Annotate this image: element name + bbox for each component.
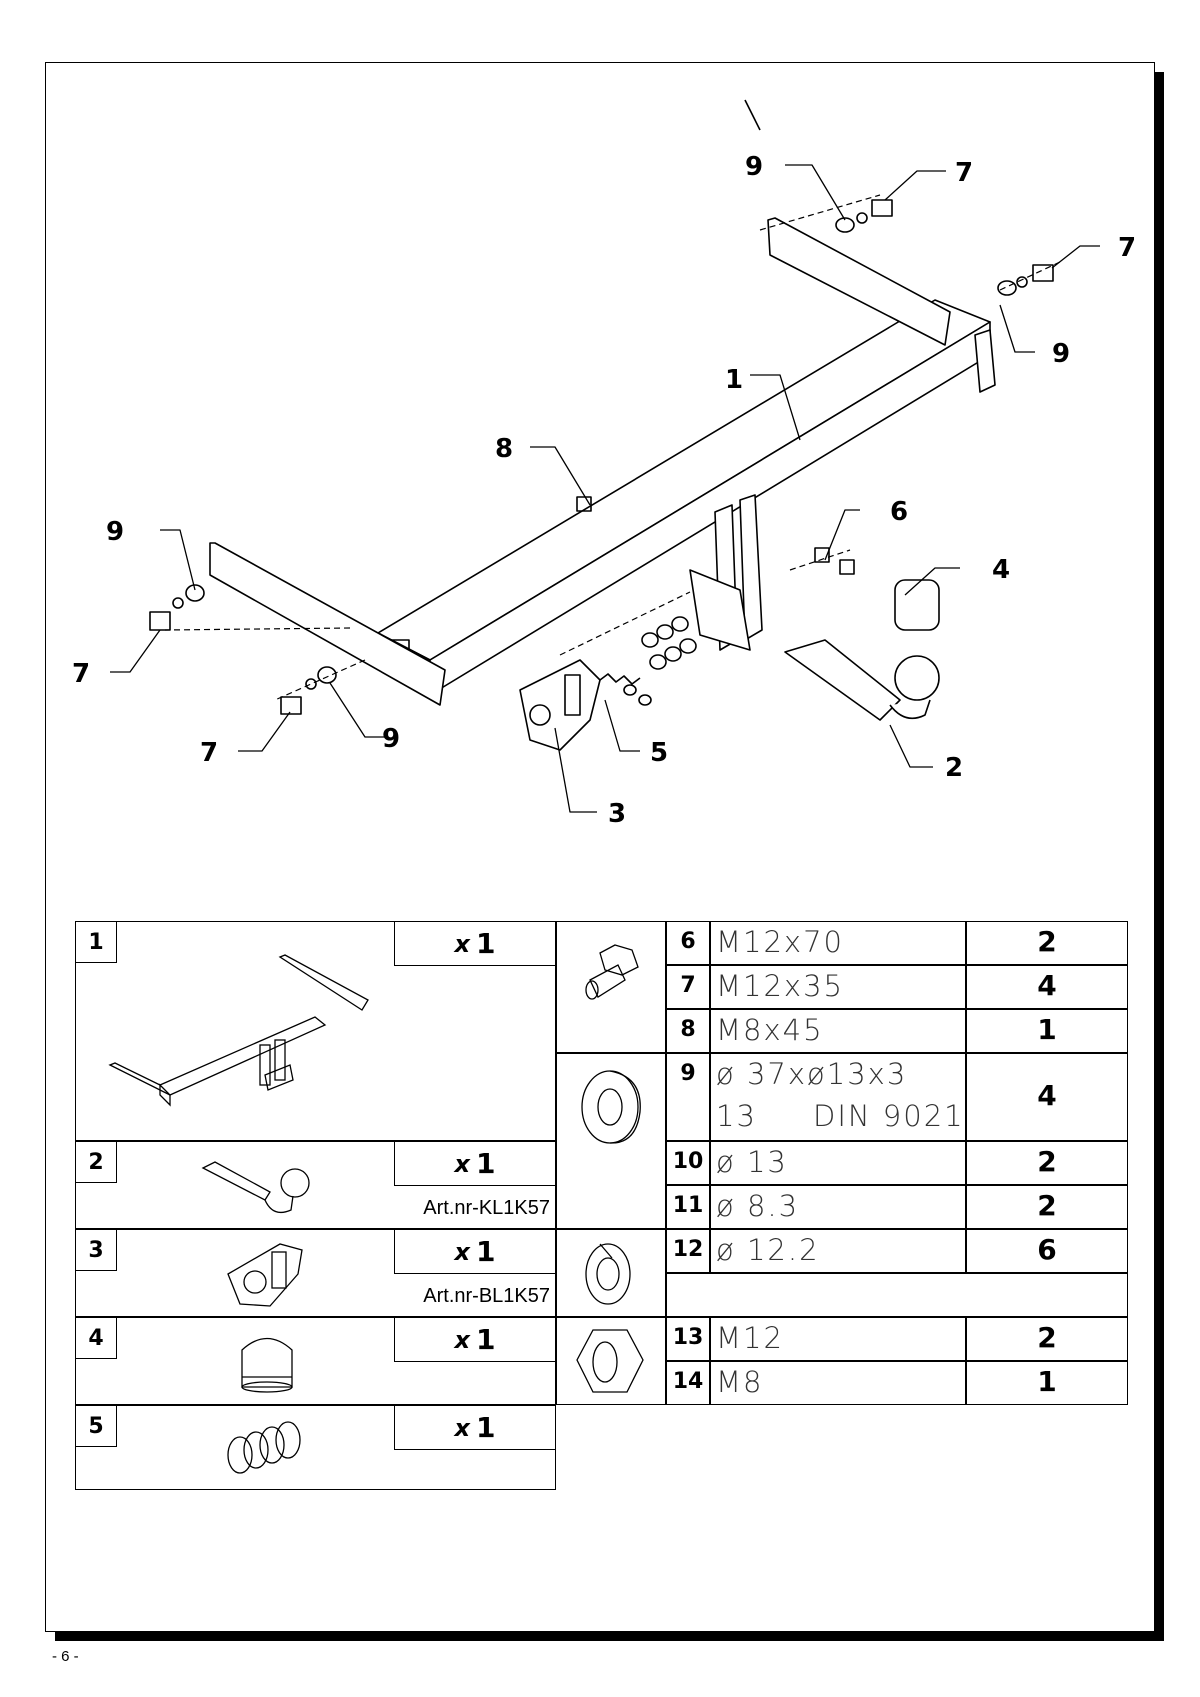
callout-7d: 7 xyxy=(200,738,218,768)
callout-9c: 9 xyxy=(106,517,124,547)
callout-9b: 9 xyxy=(1052,339,1070,369)
spring-icon xyxy=(599,673,641,685)
towbar-icon xyxy=(209,99,996,706)
callout-7c: 7 xyxy=(72,659,90,689)
callout-8: 8 xyxy=(495,434,513,464)
callout-5: 5 xyxy=(650,738,668,768)
socket-plate-icon xyxy=(519,659,601,751)
exploded-diagram: 1 2 3 4 5 6 7 7 7 7 8 9 9 9 9 xyxy=(72,99,1136,829)
callout-2: 2 xyxy=(945,753,963,783)
callout-7b: 7 xyxy=(1118,233,1136,263)
callout-9d: 9 xyxy=(382,724,400,754)
towball-icon xyxy=(784,579,940,721)
callout-9a: 9 xyxy=(745,152,763,182)
frame-shadow-bottom xyxy=(55,1631,1164,1641)
callout-6: 6 xyxy=(890,497,908,527)
page-number: - 6 - xyxy=(52,1648,79,1665)
callout-3: 3 xyxy=(608,799,626,829)
callout-4: 4 xyxy=(992,555,1010,585)
callout-7a: 7 xyxy=(955,158,973,188)
callout-1: 1 xyxy=(725,365,743,395)
frame-shadow-right xyxy=(1154,72,1164,1641)
